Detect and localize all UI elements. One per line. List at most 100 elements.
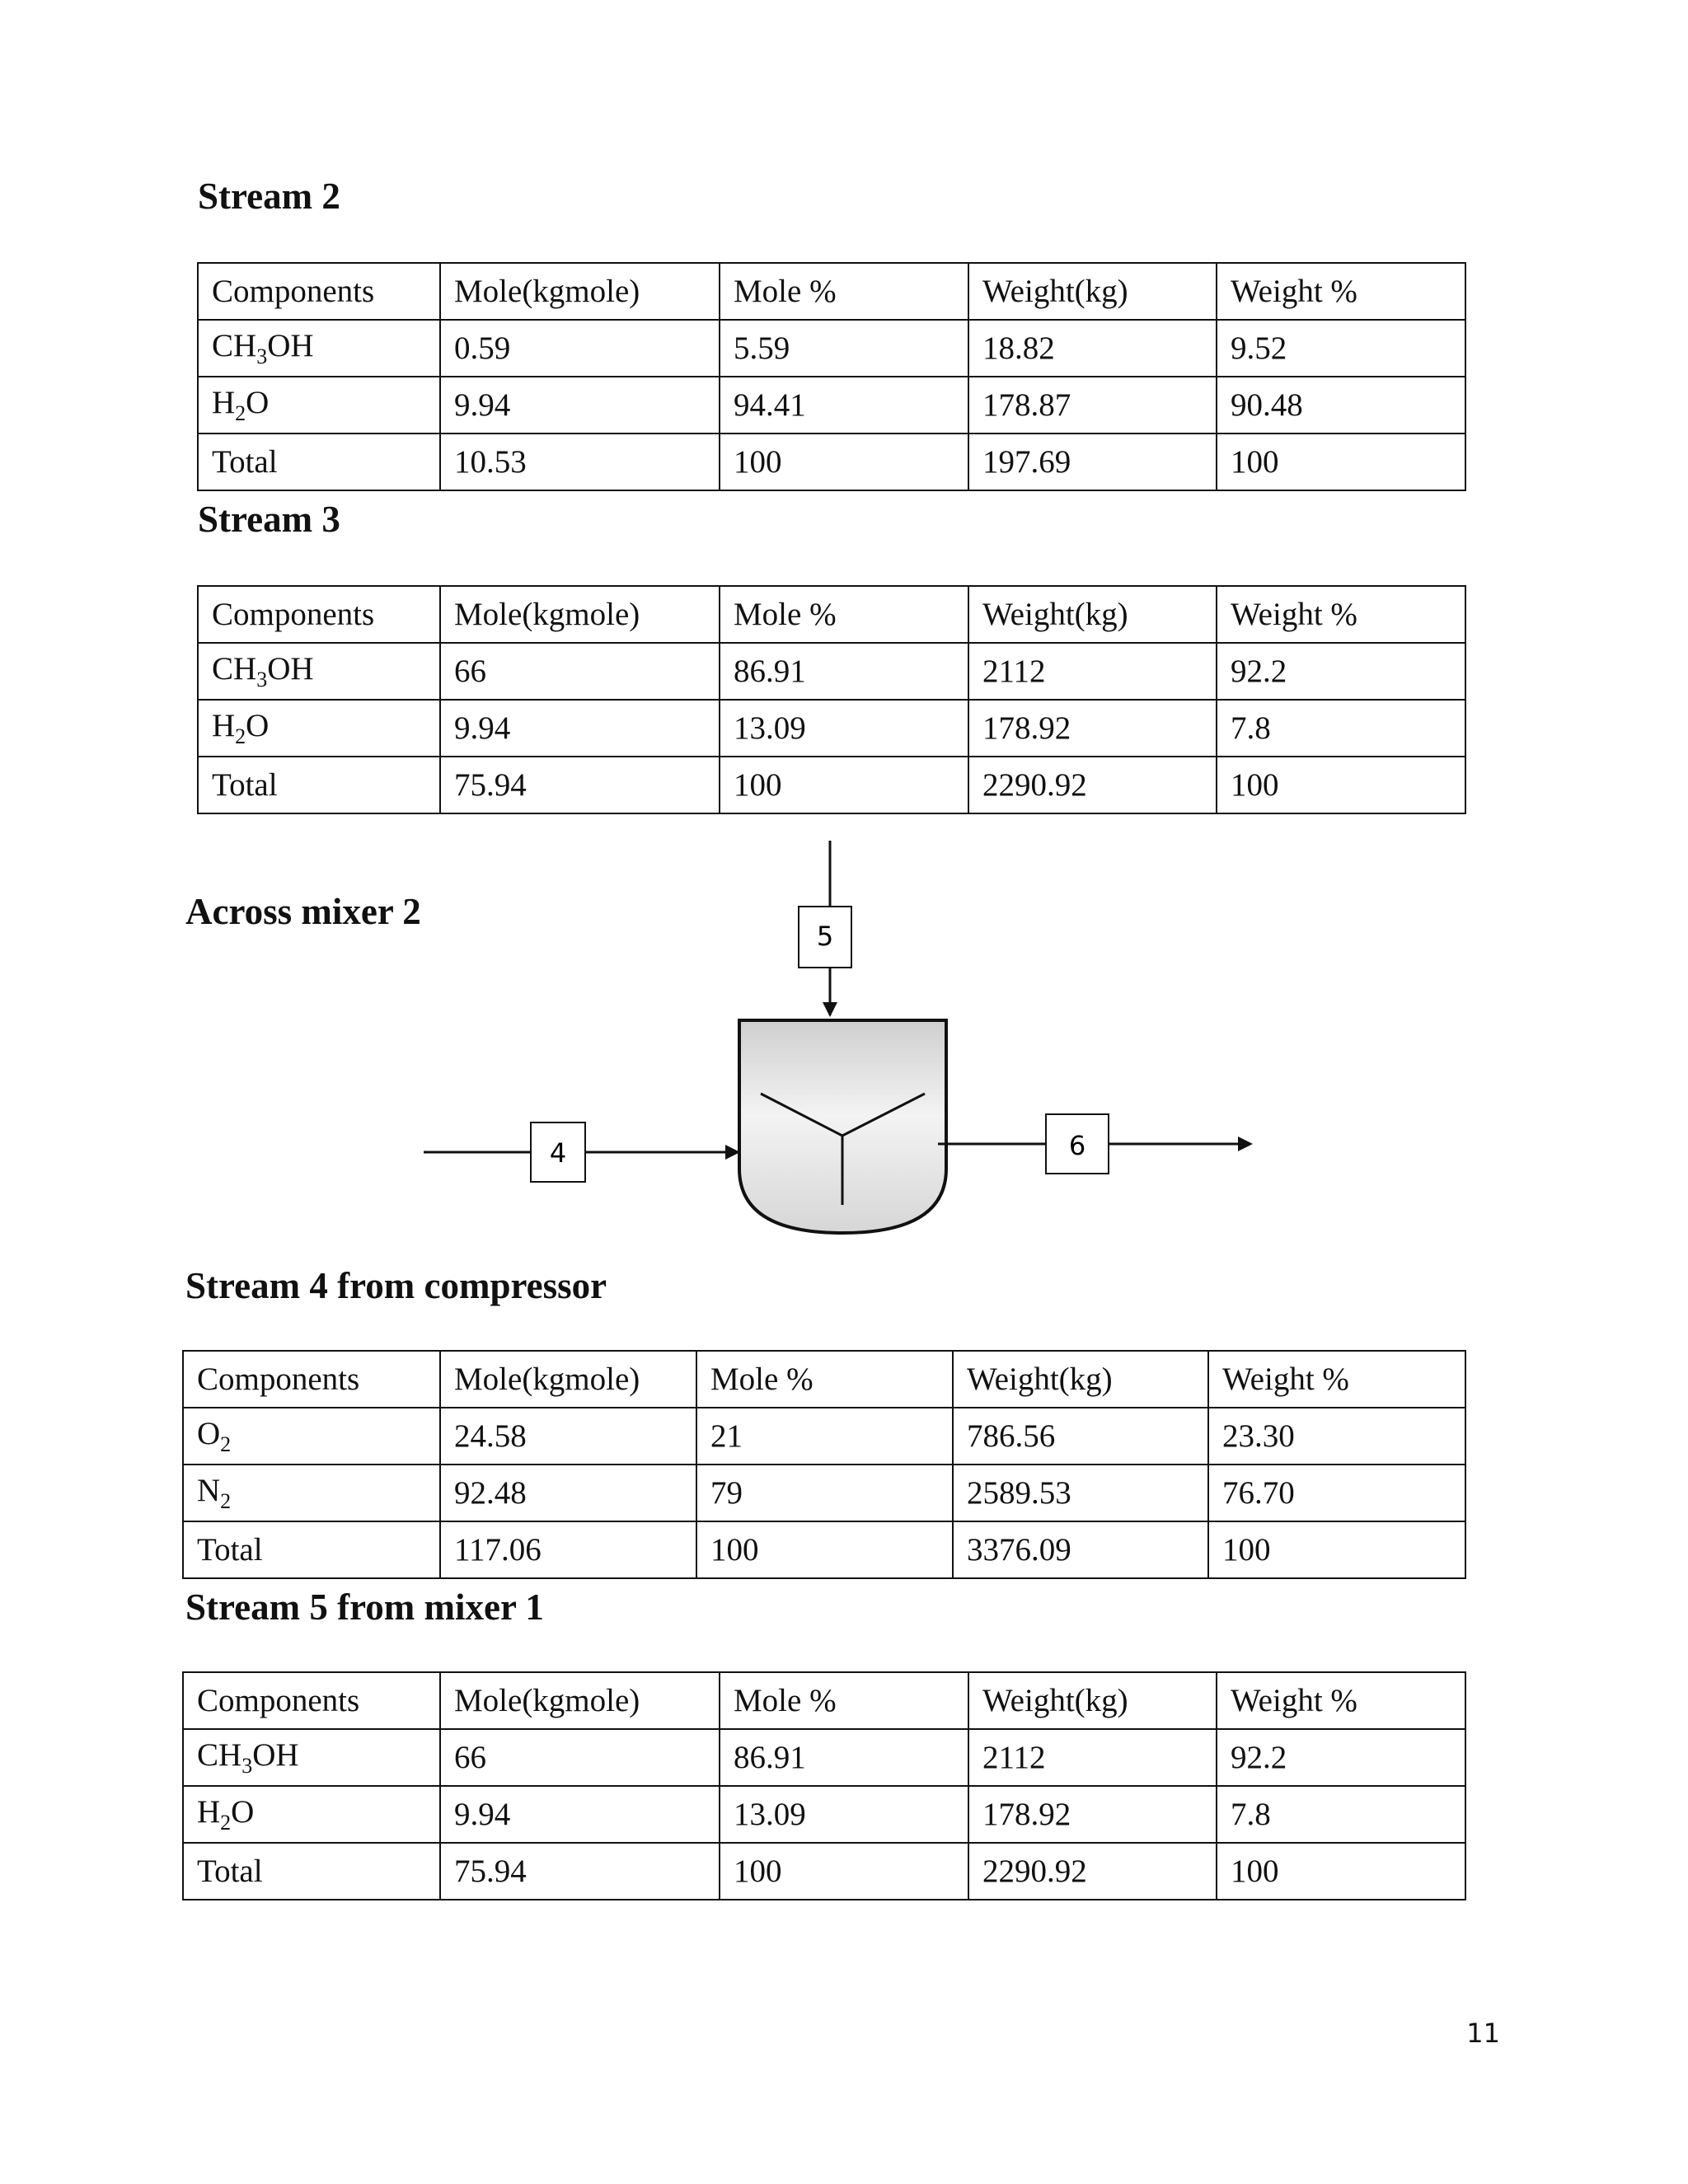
value-cell: 100 [719,756,969,814]
component-suffix: OH [267,328,314,364]
column-header: Weight % [1207,1350,1466,1408]
value-cell: 66 [439,642,720,701]
value-cell: 7.8 [1216,1785,1466,1844]
column-header: Mole(kgmole) [439,585,720,644]
component-cell: O2 [182,1407,441,1465]
value-cell: 2589.53 [952,1464,1209,1522]
column-header: Components [197,585,441,644]
value-cell: 117.06 [439,1521,697,1579]
component-base: Total [212,444,278,480]
value-cell: 100 [1216,1842,1466,1900]
value-cell: 9.94 [439,699,720,757]
value-cell: 86.91 [719,642,969,701]
value-cell: 86.91 [719,1728,969,1787]
value-cell: 66 [439,1728,720,1787]
value-cell: 100 [1216,433,1466,491]
component-cell: N2 [182,1464,441,1522]
stream-4-box [530,1122,586,1183]
value-cell: 13.09 [719,699,969,757]
value-cell: 100 [719,1842,969,1900]
value-cell: 2112 [968,1728,1217,1787]
value-cell: 100 [1216,756,1466,814]
component-cell: H2O [197,699,441,757]
value-cell: 9.52 [1216,319,1466,377]
value-cell: 92.2 [1216,642,1466,701]
component-subscript: 2 [220,1432,232,1456]
component-base: CH [212,328,257,364]
value-cell: 2112 [968,642,1217,701]
value-cell: 786.56 [952,1407,1209,1465]
component-cell: H2O [197,376,441,434]
component-suffix: OH [252,1737,299,1774]
section-title-across-mixer-2: Across mixer 2 [185,891,421,932]
section-title-stream-2: Stream 2 [198,176,340,217]
value-cell: 2290.92 [968,756,1217,814]
value-cell: 79 [696,1464,954,1522]
component-cell: Total [182,1842,441,1900]
column-header: Weight(kg) [968,585,1217,644]
component-base: Total [197,1532,263,1568]
column-header: Mole % [719,1671,969,1730]
component-cell: CH3OH [197,642,441,701]
mixer-vessel [738,1019,948,1235]
column-header: Components [182,1350,441,1408]
value-cell: 2290.92 [968,1842,1217,1900]
component-subscript: 2 [235,401,246,425]
component-subscript: 2 [220,1810,232,1835]
value-cell: 7.8 [1216,699,1466,757]
stream-4-label: 4 [550,1137,566,1169]
column-header: Weight % [1216,1671,1466,1730]
column-header: Weight % [1216,262,1466,321]
value-cell: 23.30 [1207,1407,1466,1465]
section-title-stream-3: Stream 3 [198,499,340,540]
component-base: O [197,1416,221,1452]
value-cell: 3376.09 [952,1521,1209,1579]
component-suffix: O [246,708,270,744]
column-header: Components [197,262,441,321]
component-base: N [197,1473,221,1509]
component-suffix: O [231,1794,255,1830]
component-cell: Total [197,433,441,491]
component-base: H [212,708,236,744]
value-cell: 18.82 [968,319,1217,377]
stream-6-box [1045,1113,1109,1174]
component-subscript: 3 [241,1753,253,1778]
value-cell: 21 [696,1407,954,1465]
column-header: Weight % [1216,585,1466,644]
agitator-icon [760,1092,926,1205]
column-header: Mole % [719,585,969,644]
column-header: Mole(kgmole) [439,1671,720,1730]
value-cell: 90.48 [1216,376,1466,434]
value-cell: 13.09 [719,1785,969,1844]
value-cell: 100 [1207,1521,1466,1579]
value-cell: 0.59 [439,319,720,377]
component-subscript: 2 [235,724,246,748]
value-cell: 100 [719,433,969,491]
component-cell: Total [182,1521,441,1579]
value-cell: 5.59 [719,319,969,377]
column-header: Mole % [696,1350,954,1408]
page-number: 11 [1466,2018,1500,2049]
stream-5-label: 5 [817,921,833,952]
component-base: CH [212,651,257,687]
stream-4-inlet: 4 [424,1122,740,1183]
value-cell: 9.94 [439,1785,720,1844]
value-cell: 76.70 [1207,1464,1466,1522]
value-cell: 9.94 [439,376,720,434]
